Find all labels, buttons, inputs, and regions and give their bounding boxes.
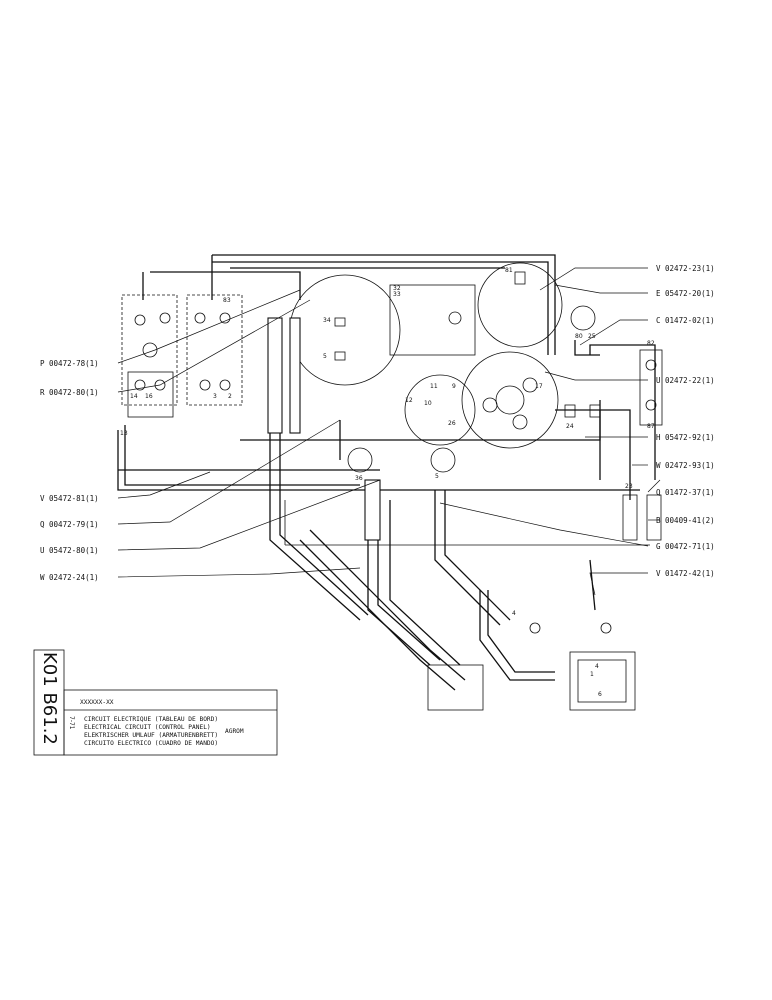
terminal-numbers: 81 32 33 34 5 80 25 82 87 23 17 9 10 11 … xyxy=(120,267,655,698)
drawing-code-vertical: K01 B61.2 xyxy=(36,652,62,752)
label-u-05472-80: U 05472-80(1) xyxy=(40,546,99,555)
terminal-23: 23 xyxy=(625,483,633,490)
terminal-34: 34 xyxy=(323,317,331,324)
label-p-00472-78: P 00472-78(1) xyxy=(40,359,99,368)
label-v-01472-42: V 01472-42(1) xyxy=(656,569,715,578)
warning-lamp-icon xyxy=(570,305,596,331)
wiring-harness xyxy=(117,254,656,691)
label-w-02472-93: W 02472-93(1) xyxy=(656,461,715,470)
terminal-16: 16 xyxy=(145,393,153,400)
terminal-87: 87 xyxy=(647,423,655,430)
resistor-block xyxy=(639,349,663,426)
label-c-01472-02: C 01472-02(1) xyxy=(656,316,715,325)
terminal-5b: 5 xyxy=(435,473,439,480)
terminal-80: 80 xyxy=(575,333,583,340)
components xyxy=(334,271,663,711)
label-w-02472-24: W 02472-24(1) xyxy=(40,573,99,582)
terminal-4: 4 xyxy=(595,663,599,670)
terminal-1: 1 xyxy=(590,671,594,678)
title-de: ELEKTRISCHER UMLAUF (ARMATURENBRETT) xyxy=(84,732,218,739)
stamp: XXXXXX-XX xyxy=(80,699,114,706)
terminal-82: 82 xyxy=(647,340,655,347)
fuse-1 xyxy=(622,494,638,541)
label-h-05472-92: H 05472-92(1) xyxy=(656,433,715,442)
terminal-10: 10 xyxy=(424,400,432,407)
code-part-1: K01 xyxy=(39,652,60,687)
fuse-2 xyxy=(646,494,662,541)
terminal-24: 24 xyxy=(566,423,574,430)
title-es: CIRCUITO ELECTRICO (CUADRO DE MANDO) xyxy=(84,740,218,747)
terminal-17: 17 xyxy=(535,383,543,390)
title-fr: CIRCUIT ELECTRIQUE (TABLEAU DE BORD) xyxy=(84,716,218,723)
terminal-26: 26 xyxy=(448,420,456,427)
terminal-25: 25 xyxy=(588,333,596,340)
label-u-02472-22: U 02472-22(1) xyxy=(656,376,715,385)
part-labels-left: P 00472-78(1) R 00472-80(1) V 05472-81(1… xyxy=(40,359,99,582)
label-v-02472-23: V 02472-23(1) xyxy=(656,264,715,273)
connector-block xyxy=(427,664,484,711)
terminal-81: 81 xyxy=(505,267,513,274)
terminal-6: 6 xyxy=(598,691,602,698)
label-e-05472-20: E 05472-20(1) xyxy=(656,289,715,298)
lamp-socket-1 xyxy=(347,447,373,473)
code-part-2: B61.2 xyxy=(39,692,60,745)
label-q-00472-79: Q 00472-79(1) xyxy=(40,520,99,529)
terminal-33: 33 xyxy=(393,291,401,298)
switch-block xyxy=(569,651,636,711)
instrument-cluster xyxy=(289,262,563,449)
terminal-36: 36 xyxy=(355,475,363,482)
multi-gauge xyxy=(461,351,559,449)
leaders-left xyxy=(117,289,381,578)
terminal-9: 9 xyxy=(452,383,456,390)
part-labels-right: V 02472-23(1) E 05472-20(1) C 01472-02(1… xyxy=(656,264,715,578)
drawing-date: 7-71 xyxy=(68,716,75,730)
label-v-05472-81: V 05472-81(1) xyxy=(40,494,99,503)
terminal-2: 2 xyxy=(228,393,232,400)
maker-name: AGROM xyxy=(225,728,244,735)
title-block: K01 B61.2 7-71 XXXXXX-XX CIRCUIT ELECTRI… xyxy=(33,649,278,756)
terminal-5: 5 xyxy=(323,353,327,360)
terminal-11: 11 xyxy=(430,383,438,390)
terminal-14: 14 xyxy=(130,393,138,400)
label-b-00409-41: B 00409-41(2) xyxy=(656,516,715,525)
bulb-icon xyxy=(529,622,541,634)
terminal-12: 12 xyxy=(405,397,413,404)
tachometer-gauge xyxy=(477,262,563,348)
label-q-01472-37: Q 01472-37(1) xyxy=(656,488,715,497)
title-en: ELECTRICAL CIRCUIT (CONTROL PANEL) xyxy=(84,724,211,731)
leaders-right xyxy=(439,267,661,596)
warning-lamp-cluster xyxy=(404,374,476,446)
bulb-icon xyxy=(600,622,612,634)
label-g-00472-71: G 00472-71(1) xyxy=(656,542,715,551)
terminal-32: 32 xyxy=(393,285,401,292)
lamp-socket-2 xyxy=(430,447,456,473)
switch-panel-left xyxy=(121,294,243,418)
terminal-3: 3 xyxy=(213,393,217,400)
label-r-00472-80: R 00472-80(1) xyxy=(40,388,99,397)
terminal-83: 83 xyxy=(223,297,231,304)
terminal-13: 13 xyxy=(120,430,128,437)
speedometer-gauge xyxy=(289,274,401,386)
terminal-4b: 4 xyxy=(512,610,516,617)
